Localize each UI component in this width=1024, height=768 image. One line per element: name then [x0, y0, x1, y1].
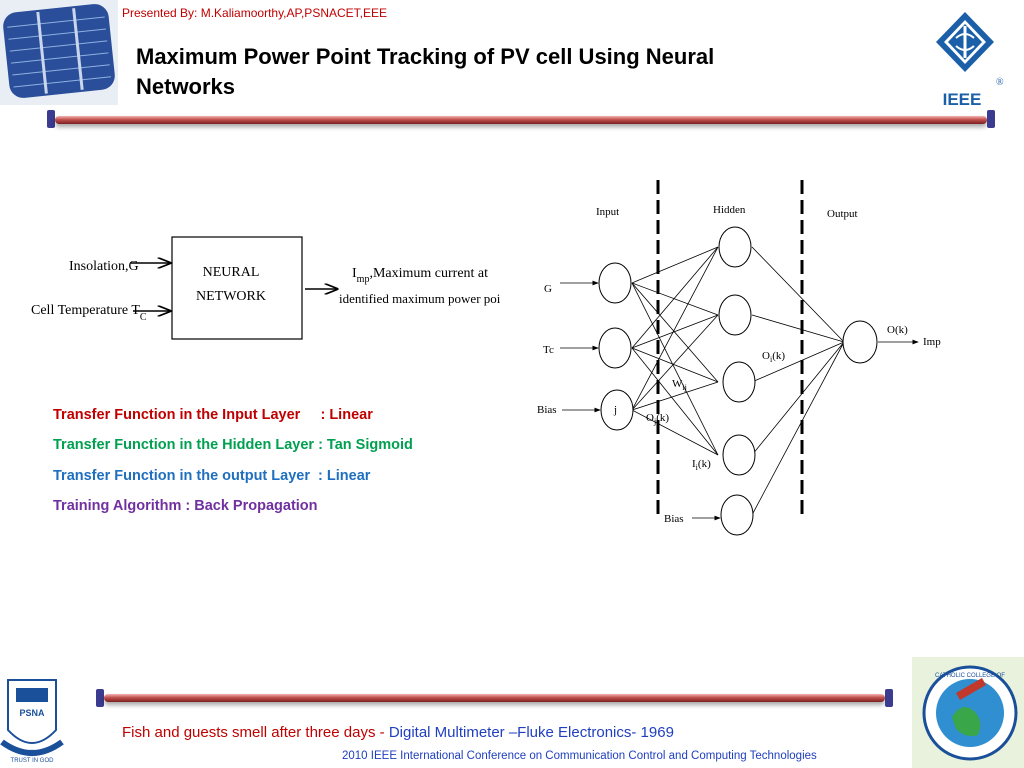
ieee-registered-mark: ®	[996, 77, 1004, 88]
box-label-line2: NETWORK	[196, 289, 266, 304]
box-label-line1: NEURAL	[203, 265, 260, 280]
footer-bar-left-cap	[96, 689, 104, 707]
footer-divider	[104, 694, 885, 702]
catholic-college-logo: CATHOLIC COLLEGE OF	[912, 657, 1024, 768]
label-ii-k: Ii(k)	[692, 458, 711, 472]
input-node-g	[598, 262, 632, 304]
input-insolation-label: Insolation,G	[69, 259, 139, 274]
transfer-function-output: Transfer Function in the output Layer : …	[53, 468, 371, 484]
input-g-label: G	[544, 283, 552, 295]
label-oi-k: Oi(k)	[762, 350, 785, 364]
transfer-function-input: Transfer Function in the Input Layer : L…	[53, 407, 373, 423]
header-bar-left-cap	[47, 110, 55, 128]
hidden-node-1	[718, 226, 752, 268]
node-j-label: j	[613, 404, 617, 416]
header-bar-right-cap	[987, 110, 995, 128]
hidden-node-4	[722, 434, 756, 476]
training-algorithm: Training Algorithm : Back Propagation	[53, 498, 318, 514]
input-node-bias	[600, 389, 634, 431]
transfer-function-hidden: Transfer Function in the Hidden Layer : …	[53, 437, 413, 453]
conference-name: 2010 IEEE International Conference on Co…	[342, 750, 817, 762]
input-temperature-label: Cell Temperature TC	[31, 303, 147, 323]
hidden-bias-label: Bias	[664, 513, 684, 525]
network-architecture-diagram: Input Hidden Output G Tc Bias Bias j Oi(…	[537, 180, 941, 536]
layer-title-input: Input	[596, 206, 619, 218]
presenter-text: Presented By: M.Kaliamoorthy,AP,PSNACET,…	[122, 6, 388, 20]
input-bias-label: Bias	[537, 404, 557, 416]
label-imp: Imp	[923, 336, 941, 348]
input-hidden-connections	[631, 246, 719, 456]
psna-logo-motto: TRUST IN GOD	[11, 758, 55, 764]
footer-bar-right-cap	[885, 689, 893, 707]
psna-logo-text: PSNA	[19, 708, 45, 718]
layer-title-hidden: Hidden	[713, 204, 746, 216]
psna-college-logo: PSNA TRUST IN GOD	[0, 679, 64, 764]
output-label-line1: Imp,Maximum current at	[352, 266, 488, 285]
hidden-node-bias	[720, 494, 754, 536]
hidden-node-3	[722, 361, 756, 403]
output-label-line2: identified maximum power point	[339, 291, 500, 306]
label-oj-k: Oj(k)	[646, 412, 669, 426]
ieee-logo-text: IEEE	[943, 90, 982, 109]
header-divider	[55, 116, 987, 124]
layer-title-output: Output	[827, 208, 858, 220]
output-node	[842, 320, 878, 364]
input-node-tc	[598, 327, 632, 369]
input-tc-label: Tc	[543, 344, 554, 356]
page-title: Maximum Power Point Tracking of PV cell …	[136, 44, 715, 99]
catholic-logo-text: CATHOLIC COLLEGE OF	[935, 673, 1005, 679]
hidden-output-connections	[751, 246, 845, 516]
hidden-node-2	[718, 294, 752, 336]
neural-network-block-diagram: Insolation,G Cell Temperature TC NEURAL …	[31, 236, 500, 340]
label-wij: Wij	[672, 378, 687, 392]
label-ok: O(k)	[887, 324, 908, 336]
solar-cell-image	[0, 0, 118, 105]
footer-quote: Fish and guests smell after three days -…	[122, 724, 674, 741]
neural-network-box	[171, 236, 303, 340]
ieee-logo: ® IEEE	[936, 12, 1004, 109]
